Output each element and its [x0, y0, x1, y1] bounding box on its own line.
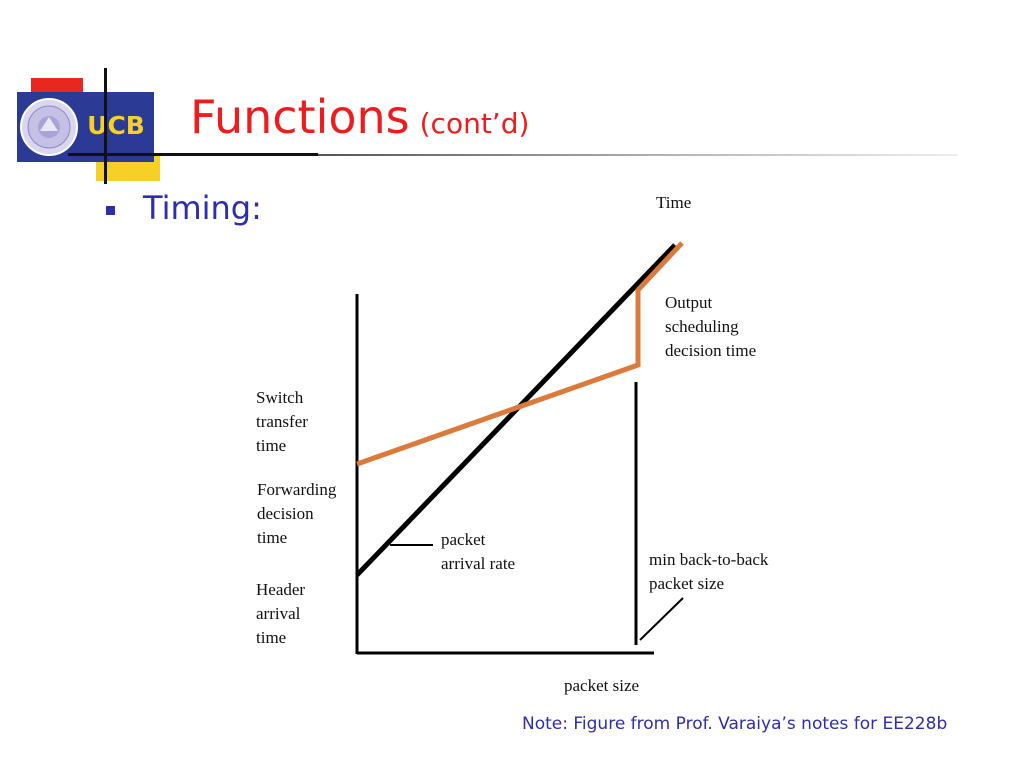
bullet-marker: [106, 206, 115, 215]
page-title: Functions (cont’d): [190, 90, 529, 144]
output-scheduling-label: Output scheduling decision time: [665, 293, 757, 360]
title-main: Functions: [190, 90, 410, 144]
packet-size-pointer: [639, 597, 684, 641]
footer-note: Note: Figure from Prof. Varaiya’s notes …: [522, 714, 948, 734]
header-horizontal-rule: [68, 153, 318, 156]
header-vertical-rule: [104, 68, 107, 184]
university-seal-icon: [20, 98, 78, 156]
header-fade-rule: [318, 154, 958, 156]
switch-transfer-label: Switch transfer time: [256, 388, 308, 455]
forwarding-decision-label: Forwarding decision time: [257, 480, 337, 547]
title-suffix: (cont’d): [419, 107, 530, 140]
packet-arrival-rate-label: packet arrival rate: [441, 530, 516, 573]
logo-text: UCB: [87, 111, 145, 140]
x-axis-label: packet size: [564, 676, 640, 695]
header-arrival-label: Header arrival time: [256, 580, 306, 647]
min-back-to-back-label: min back-to-back packet size: [649, 550, 769, 593]
bullet-text: Timing:: [143, 189, 262, 227]
y-axis-label: Time: [656, 193, 692, 212]
processing-time-line: [356, 241, 684, 467]
